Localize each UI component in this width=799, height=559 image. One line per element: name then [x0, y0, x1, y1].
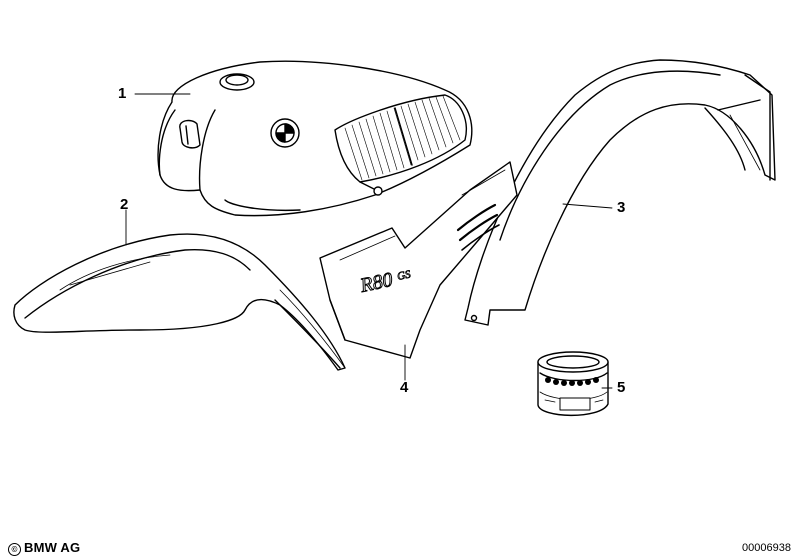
rear-mudguard[interactable]: [464, 59, 776, 326]
callout-4[interactable]: 4: [400, 379, 409, 396]
leader-lines: [125, 93, 613, 389]
front-mudguard[interactable]: [13, 233, 346, 371]
copyright-icon: ©: [8, 543, 21, 556]
paint-tin[interactable]: [537, 351, 609, 417]
callout-2[interactable]: 2: [120, 196, 129, 213]
copyright-notice: ©BMW AG: [8, 540, 80, 556]
leader-line-3: [562, 203, 613, 209]
callout-1[interactable]: 1: [118, 85, 127, 102]
decal-sub: GS: [396, 268, 412, 283]
side-cover[interactable]: [319, 161, 518, 359]
brand-name: BMW AG: [24, 540, 81, 555]
drawing-number: 00006938: [742, 542, 791, 554]
fuel-tank[interactable]: [157, 60, 473, 217]
bmw-roundel-icon: [270, 118, 300, 148]
callout-5[interactable]: 5: [617, 379, 626, 396]
callout-3[interactable]: 3: [617, 199, 626, 216]
